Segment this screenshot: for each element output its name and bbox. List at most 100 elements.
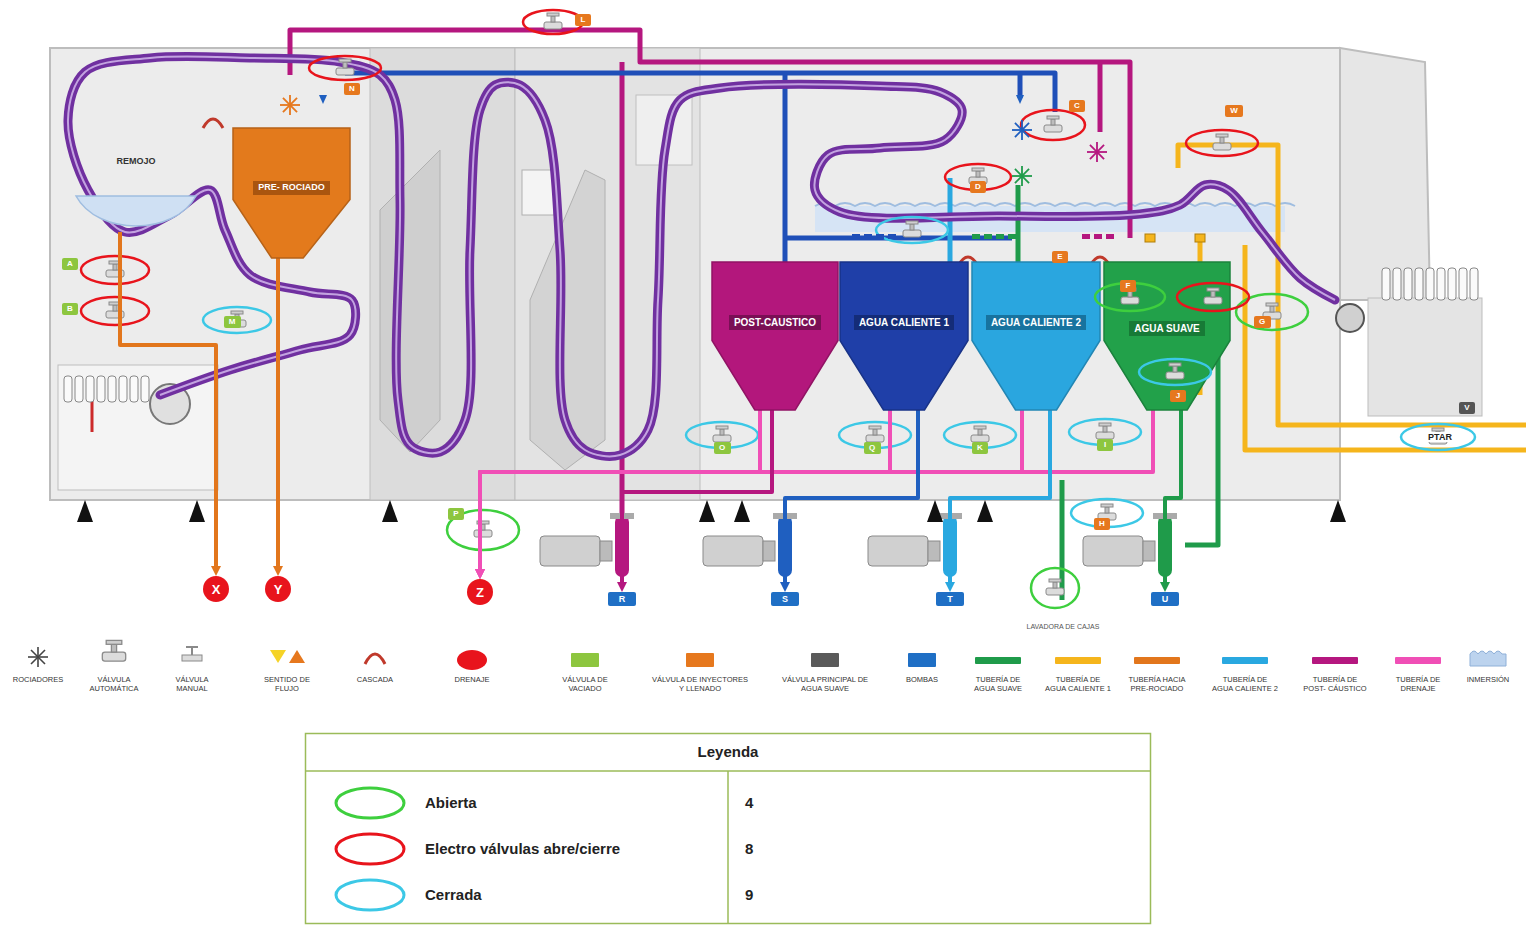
count-cell: 8 [745,840,753,858]
sprinkler-ray [1015,123,1029,137]
sprinkler-ray [1015,169,1029,183]
pump-label: R [608,592,636,606]
bottle [108,376,116,402]
legend-table [306,734,1151,924]
tag-letter: E [1057,253,1062,261]
valve-state-ring [1236,294,1308,330]
spray-header [1094,234,1102,239]
machine-foot [977,500,993,522]
bottle [1459,268,1467,300]
valve-icon [971,426,989,442]
valve-state-ring [1177,283,1249,311]
valve-state-ring [447,510,519,550]
pre-spray-hopper: PRE- ROCIADO [233,128,350,258]
equipment-label: LAVADORA DE CAJAS [1027,623,1100,631]
bottle [1437,268,1445,300]
pump-coupling [1143,541,1155,561]
valve-tag: L [575,14,591,26]
bottle [1448,268,1456,300]
tag-letter: R [619,595,626,604]
valve-tag: G [1254,316,1271,328]
flow-arrow [319,95,327,104]
bottle [86,376,94,402]
legend-text: TUBERÍA DE POST- CÁUSTICO [1301,676,1369,693]
valve-icon [1166,363,1184,379]
legend-swatch [1134,657,1180,664]
post-caustic-tank: POST-CAUSTICO [712,262,838,410]
hot-water-tank: AGUA CALIENTE 2 [972,262,1100,410]
valve-state-ring [523,10,583,34]
tag-letter: B [67,305,73,313]
legend-swatch [908,653,936,667]
yellow-nozzle [1195,234,1205,242]
tank-body [840,262,968,410]
tag-letter: U [1162,595,1169,604]
tag-letter: O [719,444,725,452]
spray-header [876,234,884,239]
valve-state-ring [1095,283,1165,311]
drain-point: Z [467,579,493,605]
valve-state-ring [1186,130,1258,156]
pipe-connector [480,410,1153,570]
legend-icons [28,640,1506,667]
machine-foot [382,500,398,522]
valve-tag: C [1069,100,1085,112]
flow-arrow [1016,95,1024,104]
solenoid-sample [336,834,404,864]
legend-text: TUBERÍA HACIA PRE-ROCIADO [1122,676,1192,693]
bottle-chain [68,56,1335,456]
bottle-chain-core [68,56,1335,456]
pipe-connector [120,232,216,567]
pump-motor [540,536,600,566]
pipe-run [290,30,1130,515]
spray-header [888,234,896,239]
valve-state-ring [81,297,149,325]
machine-parts [64,10,1478,608]
tank-body [972,262,1100,410]
legend-swatch [457,650,487,670]
valve-tag: A [62,258,78,270]
legend-text: Electro válvulas abre/cierre [425,840,620,857]
tank-name: REMOJO [116,156,155,166]
tank-outline [840,262,968,410]
pump-drawing [703,513,797,577]
bottle [1426,268,1434,300]
bottle [97,376,105,402]
rinse-column [370,48,515,500]
pipe-connector [276,258,280,567]
valve-state-ring [1021,110,1085,140]
yellow-nozzle [1145,234,1155,242]
sprinkler [280,95,300,115]
valve-tag: B [62,303,78,315]
pipe-connector [950,410,1050,583]
tank-body [712,262,838,410]
valve-state-ring [1139,359,1211,385]
valve-icon [1204,288,1222,304]
flow-arrow-icon [270,650,286,663]
pump-coupling [928,541,940,561]
legend-text: TUBERÍA DE DRENAJE [1388,676,1448,693]
legend-text: VÁLVULA DE INYECTORES Y LLENADO [650,676,750,693]
legend-swatch [975,657,1021,664]
sprinkler [1012,166,1032,186]
bottle [130,376,138,402]
tag-letter: F [1126,282,1131,290]
legend-text: VÁLVULA AUTOMÁTICA [81,676,147,693]
machine-foot [1330,500,1346,522]
legend-swatch [686,653,714,667]
valve-state-ring [1031,568,1079,608]
tank-name: AGUA CALIENTE 2 [986,315,1086,330]
tag-letter: W [1230,107,1238,115]
legend-swatch [1222,657,1268,664]
valve-tag: H [1094,518,1110,530]
valve-state-ring [203,307,271,333]
valve-tag: E [1052,251,1068,263]
pump-label: U [1151,592,1179,606]
tag-letter: Z [476,586,484,599]
valve-tag: Q [864,442,881,454]
drain-point: Y [265,576,291,602]
legend-text: DRENAJE [439,676,505,685]
valve-tag: N [344,83,360,95]
